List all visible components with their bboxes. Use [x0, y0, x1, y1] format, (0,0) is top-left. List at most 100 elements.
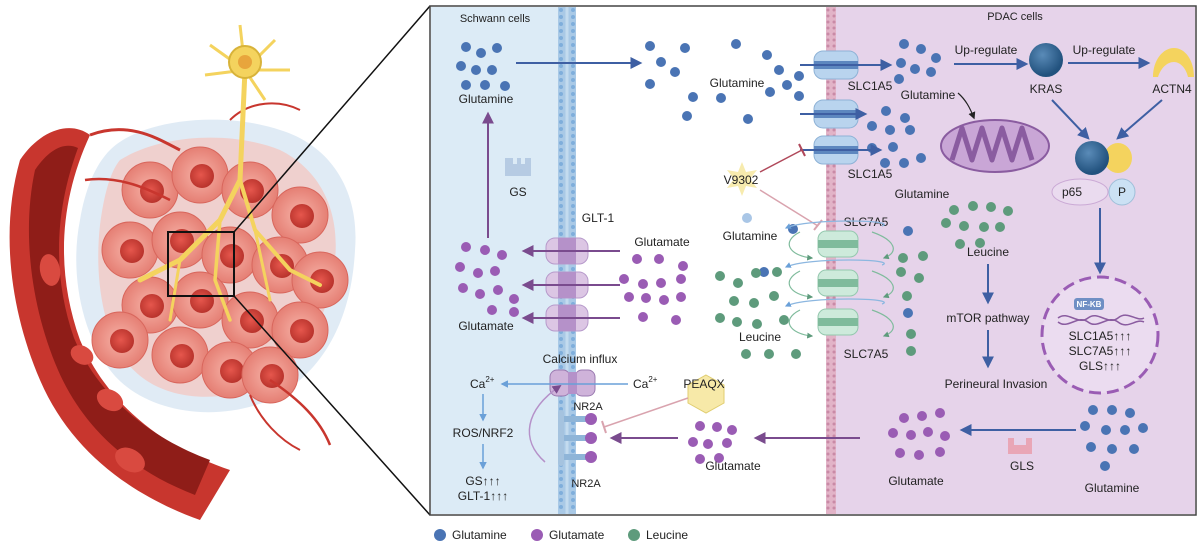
membrane-head	[832, 224, 836, 228]
membrane-head	[832, 182, 836, 186]
label-p65: p65	[1062, 185, 1082, 199]
membrane-head	[559, 113, 563, 117]
membrane-head	[826, 218, 830, 222]
membrane-head	[826, 506, 830, 510]
bound-glutamate	[585, 432, 597, 444]
actn4-icon	[1153, 48, 1194, 77]
p65-complex	[1051, 178, 1136, 206]
membrane-head	[832, 470, 836, 474]
membrane-head	[826, 476, 830, 480]
legend-swatch	[628, 529, 640, 541]
membrane-head	[832, 128, 836, 132]
membrane-head	[559, 22, 563, 26]
kras-icon	[1029, 43, 1063, 77]
glutamine-particle	[762, 50, 772, 60]
leucine-particle	[749, 298, 759, 308]
glutamine-particle	[680, 43, 690, 53]
membrane-head	[832, 362, 836, 366]
slc7a5-antiporter	[784, 220, 894, 261]
inhibit-peaqx	[603, 397, 689, 428]
glutamine-particle	[888, 142, 898, 152]
glutamine-particle	[881, 106, 891, 116]
membrane-head	[571, 267, 575, 271]
membrane-head	[826, 206, 830, 210]
membrane-head	[826, 392, 830, 396]
membrane-head	[571, 127, 575, 131]
glutamate-particle	[722, 438, 732, 448]
membrane-head	[559, 78, 563, 82]
glutamate-particle	[480, 245, 490, 255]
membrane-head	[571, 120, 575, 124]
label-pni: Perineural Invasion	[945, 377, 1048, 391]
membrane-head	[826, 296, 830, 300]
membrane-head	[832, 38, 836, 42]
membrane-head	[571, 442, 575, 446]
membrane-head	[832, 80, 836, 84]
label-kras: KRAS	[1030, 82, 1063, 96]
membrane-head	[826, 260, 830, 264]
membrane-head	[559, 204, 563, 208]
membrane-head	[559, 127, 563, 131]
label-glutamine-pdac3: Glutamine	[1085, 481, 1140, 495]
membrane-head	[832, 8, 836, 12]
glutamine-particle	[1080, 421, 1090, 431]
label-gls: GLS	[1010, 459, 1034, 473]
membrane-head	[826, 266, 830, 270]
membrane-head	[826, 344, 830, 348]
glutamine-particle	[1100, 461, 1110, 471]
membrane-head	[571, 204, 575, 208]
leucine-particle	[769, 291, 779, 301]
glutamate-particle	[638, 279, 648, 289]
glutamine-particle	[794, 91, 804, 101]
membrane-head	[559, 505, 563, 509]
glutamate-particle	[487, 305, 497, 315]
membrane-head	[826, 440, 830, 444]
glutamine-particle	[782, 80, 792, 90]
leucine-particle	[1003, 206, 1013, 216]
zoom-box	[167, 231, 235, 297]
membrane-head	[571, 197, 575, 201]
membrane-head	[826, 434, 830, 438]
tumor-cells	[91, 146, 349, 404]
glutamine-particle	[645, 41, 655, 51]
label-nr2a-top: NR2A	[573, 401, 603, 413]
legend-swatch	[531, 529, 543, 541]
membrane-head	[832, 20, 836, 24]
arrow-calcium-loop	[528, 384, 562, 463]
glutamine-particle	[492, 43, 502, 53]
label-ca-right: Ca2+	[633, 375, 658, 391]
membrane-head	[559, 351, 563, 355]
membrane-head	[826, 458, 830, 462]
membrane-head	[571, 484, 575, 488]
label-ca-right-sup: 2+	[648, 375, 657, 384]
label-p: P	[1118, 185, 1126, 199]
arrow-to-mitochondria	[957, 92, 976, 120]
label-slc7a5-top: SLC7A5	[844, 215, 889, 229]
v9302-drug-icon	[727, 162, 757, 196]
membrane-head	[832, 476, 836, 480]
leucine-particle	[906, 346, 916, 356]
glutamate-particle	[671, 315, 681, 325]
membrane-head	[826, 26, 830, 30]
slc1a5-transporters	[813, 50, 859, 165]
nr2a-receptor	[549, 369, 596, 397]
membrane-head	[559, 470, 563, 474]
membrane-head	[826, 8, 830, 12]
membrane-head	[571, 470, 575, 474]
membrane-head	[559, 491, 563, 495]
membrane-head	[559, 162, 563, 166]
glutamine-particle	[1138, 423, 1148, 433]
label-gs-up: GS↑↑↑	[465, 474, 500, 488]
glutamine-particle	[903, 308, 913, 318]
glutamine-particle	[500, 81, 510, 91]
membrane-head	[571, 491, 575, 495]
membrane-head	[826, 422, 830, 426]
glutamine-particle	[1107, 444, 1117, 454]
glutamine-particle	[894, 74, 904, 84]
legend-label: Leucine	[646, 528, 688, 542]
arrow-actn4-complex	[1116, 99, 1163, 140]
glutamate-particle	[695, 454, 705, 464]
membrane-head	[832, 446, 836, 450]
membrane-head	[571, 99, 575, 103]
